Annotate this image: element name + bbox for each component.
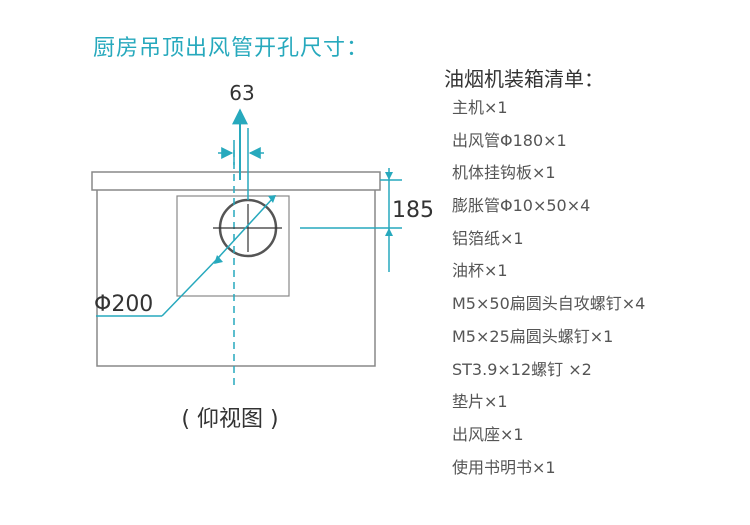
packing-list: 主机×1 出风管Φ180×1 机体挂钩板×1 膨胀管Φ10×50×4 铝箔纸×1… <box>452 96 645 488</box>
page-title: 厨房吊顶出风管开孔尺寸： <box>93 36 370 61</box>
list-item: 出风座×1 <box>452 424 524 444</box>
hood-body-outline <box>96 190 376 367</box>
list-item: ST3.9×12螺钉 ×2 <box>452 359 592 379</box>
diameter-label: Φ200 <box>94 292 153 317</box>
diameter-arrow-bottom <box>214 255 223 264</box>
list-item: M5×25扁圆头螺钉×1 <box>452 326 614 346</box>
packing-list-title: 油烟机装箱清单： <box>444 67 604 91</box>
list-item: 主机×1 <box>452 98 508 117</box>
dim-185-arrow-top <box>385 172 393 180</box>
list-item: M5×50扁圆头自攻螺钉×4 <box>452 294 646 314</box>
diameter-leader-tail <box>161 255 221 317</box>
dim-63-label: 63 <box>229 81 254 105</box>
list-item: 机体挂钩板×1 <box>452 163 556 183</box>
list-item: 出风管Φ180×1 <box>452 130 567 150</box>
dim-185-arrow-bottom <box>385 228 393 236</box>
list-item: 垫片×1 <box>452 392 508 412</box>
list-item: 使用书明书×1 <box>452 457 556 477</box>
diameter-arrow-top <box>268 195 276 203</box>
list-item: 油杯×1 <box>452 261 508 281</box>
dim-185-label: 185 <box>392 198 434 223</box>
list-item: 膨胀管Φ10×50×4 <box>452 196 591 216</box>
ceiling-strip <box>91 171 381 191</box>
view-caption: ( 仰视图 ) <box>181 407 278 432</box>
diameter-leader-line <box>217 197 274 259</box>
list-item: 铝箔纸×1 <box>452 228 524 248</box>
